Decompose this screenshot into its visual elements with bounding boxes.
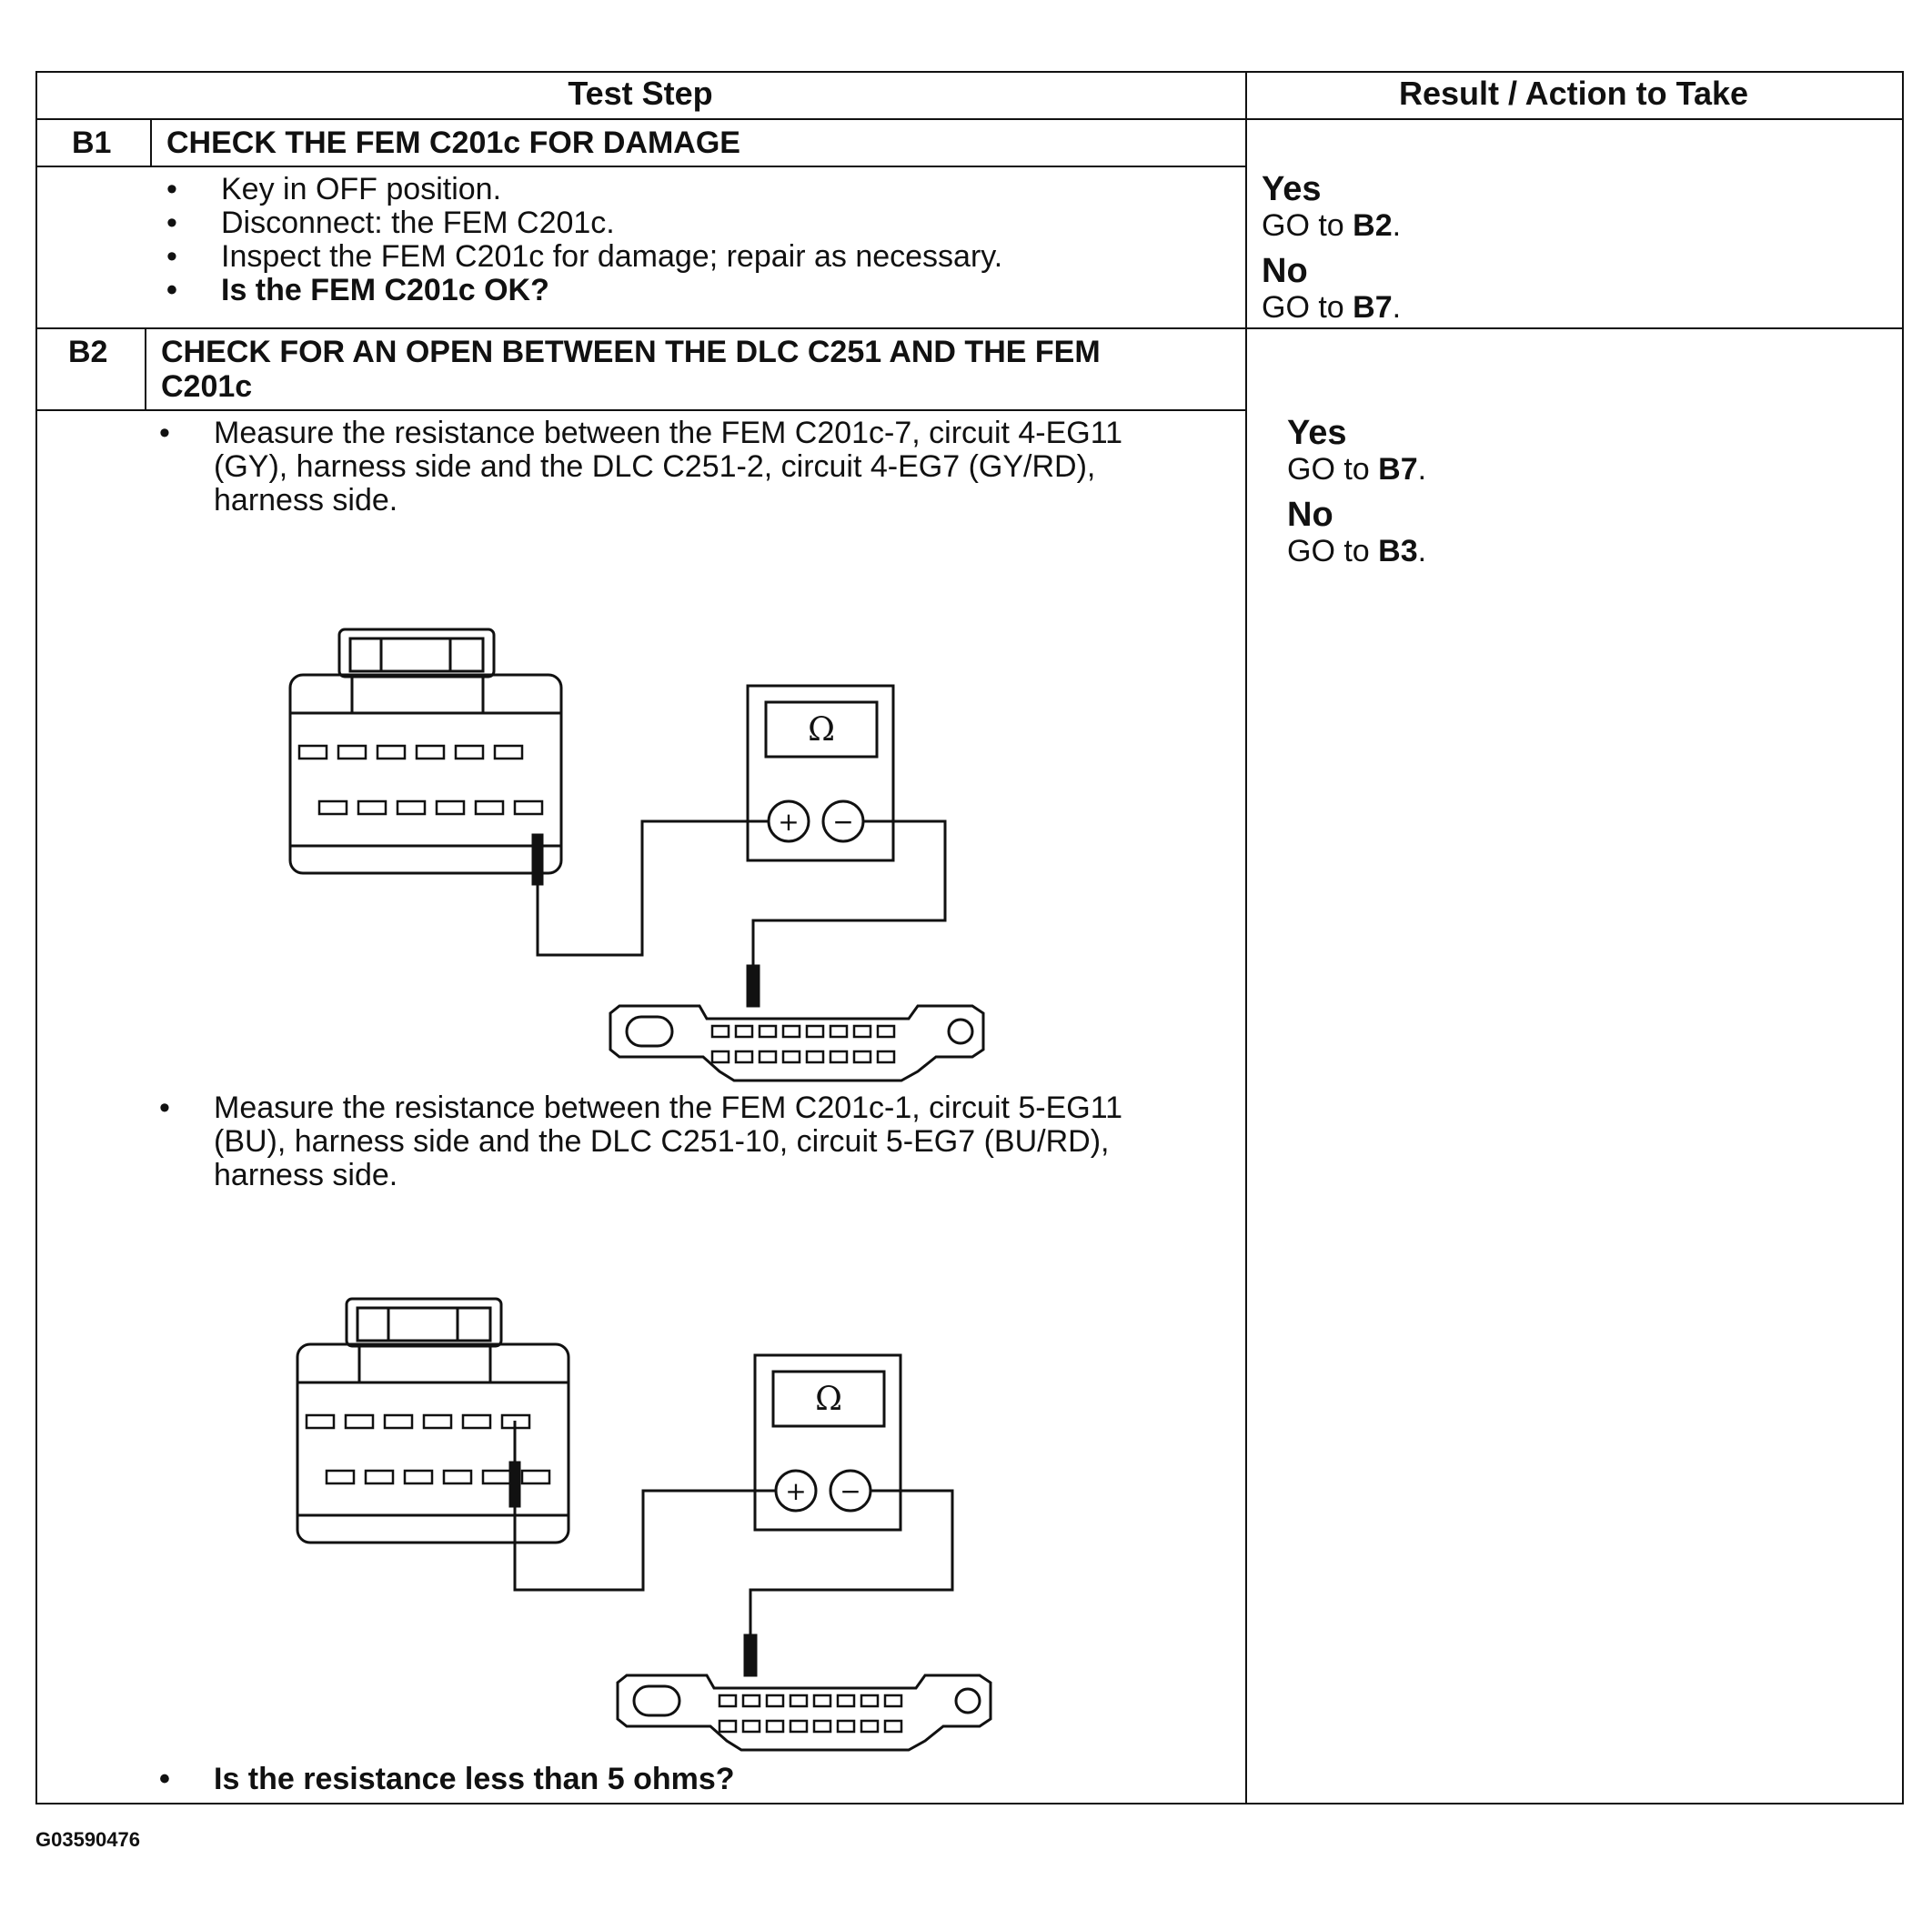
header-test-step: Test Step — [568, 75, 713, 112]
plus-terminal-label-1: + — [778, 807, 799, 837]
lead-wire-plus-1 — [536, 819, 769, 957]
b1-row-rule — [35, 327, 1902, 329]
figure-id: G03590476 — [35, 1828, 140, 1851]
b1-yes-label: Yes — [1262, 170, 1322, 208]
step-id-b1: B1 — [72, 126, 112, 160]
fem-connector-2 — [296, 1297, 570, 1544]
resistance-diagram-1: Ω + − — [288, 628, 985, 1082]
b1-id-divider — [150, 118, 152, 166]
b2-bullet-question: Is the resistance less than 5 ohms? — [159, 1763, 1196, 1797]
b2-title-rule — [35, 409, 1245, 411]
b1-no-action: GO to B7. — [1262, 290, 1402, 325]
b2-id-divider — [145, 327, 146, 409]
probe-1-fem — [531, 833, 544, 886]
step-title-b2: CHECK FOR AN OPEN BETWEEN THE DLC C251 A… — [161, 335, 1101, 404]
dlc-connector-1 — [609, 1004, 985, 1082]
dlc-connector-2 — [616, 1674, 992, 1752]
ohm-symbol-1: Ω — [808, 711, 835, 749]
step-id-b2: B2 — [68, 335, 108, 369]
probe-2-dlc — [743, 1634, 758, 1677]
ohmmeter-2: Ω + − — [753, 1353, 902, 1532]
lead-wire-minus-2 — [749, 1489, 954, 1635]
header-rule — [35, 118, 1902, 120]
b2-results: Yes GO to B7. No GO to B3. — [1287, 415, 1426, 578]
b1-yes-action: GO to B2. — [1262, 208, 1402, 243]
lead-wire-plus-2 — [513, 1421, 776, 1592]
b1-bullet-question: Is the FEM C201c OK? — [166, 274, 1231, 308]
b1-title-rule — [35, 166, 1245, 167]
step-b1-bullets: Key in OFF position. Disconnect: the FEM… — [166, 173, 1231, 308]
b1-yes-target[interactable]: B2 — [1353, 208, 1393, 243]
plus-terminal-label-2: + — [785, 1476, 806, 1506]
lead-wire-minus-1 — [751, 819, 947, 966]
header-result-action: Result / Action to Take — [1398, 75, 1749, 112]
table-border-left — [35, 71, 37, 1804]
ohm-symbol-2: Ω — [815, 1381, 842, 1418]
diagnostic-test-table: Test Step Result / Action to Take B1 CHE… — [35, 71, 1904, 1804]
minus-terminal-label-2: − — [840, 1476, 860, 1506]
column-divider — [1245, 71, 1247, 1804]
b2-yes-target[interactable]: B7 — [1378, 452, 1418, 487]
b2-bullet-3-block: Is the resistance less than 5 ohms? — [159, 1763, 1196, 1797]
b1-bullet-3: Inspect the FEM C201c for damage; repair… — [166, 240, 1231, 275]
b2-yes-label: Yes — [1287, 414, 1347, 452]
fem-connector-1 — [288, 628, 563, 875]
b2-bullet-1: Measure the resistance between the FEM C… — [159, 417, 1196, 518]
step-title-b1: CHECK THE FEM C201c FOR DAMAGE — [166, 126, 740, 160]
table-border-top — [35, 71, 1902, 73]
ohmmeter-1: Ω + − — [746, 684, 895, 862]
b2-bullet-1-block: Measure the resistance between the FEM C… — [159, 417, 1196, 518]
table-border-bottom — [35, 1803, 1902, 1804]
resistance-diagram-2: Ω + − — [296, 1297, 992, 1752]
b2-yes-action: GO to B7. — [1287, 452, 1427, 487]
b1-bullet-2: Disconnect: the FEM C201c. — [166, 206, 1231, 241]
b1-no-label: No — [1262, 252, 1308, 290]
b2-no-target[interactable]: B3 — [1378, 534, 1418, 568]
b2-bullet-2-block: Measure the resistance between the FEM C… — [159, 1091, 1196, 1192]
table-border-right — [1902, 71, 1904, 1804]
minus-terminal-label-1: − — [832, 807, 853, 837]
b2-bullet-2: Measure the resistance between the FEM C… — [159, 1091, 1196, 1192]
b1-no-target[interactable]: B7 — [1353, 290, 1393, 325]
probe-1-dlc — [746, 964, 760, 1008]
b2-no-action: GO to B3. — [1287, 534, 1427, 568]
b1-results: Yes GO to B2. No GO to B7. — [1262, 171, 1401, 335]
b2-no-label: No — [1287, 496, 1333, 534]
b1-bullet-1: Key in OFF position. — [166, 173, 1231, 207]
